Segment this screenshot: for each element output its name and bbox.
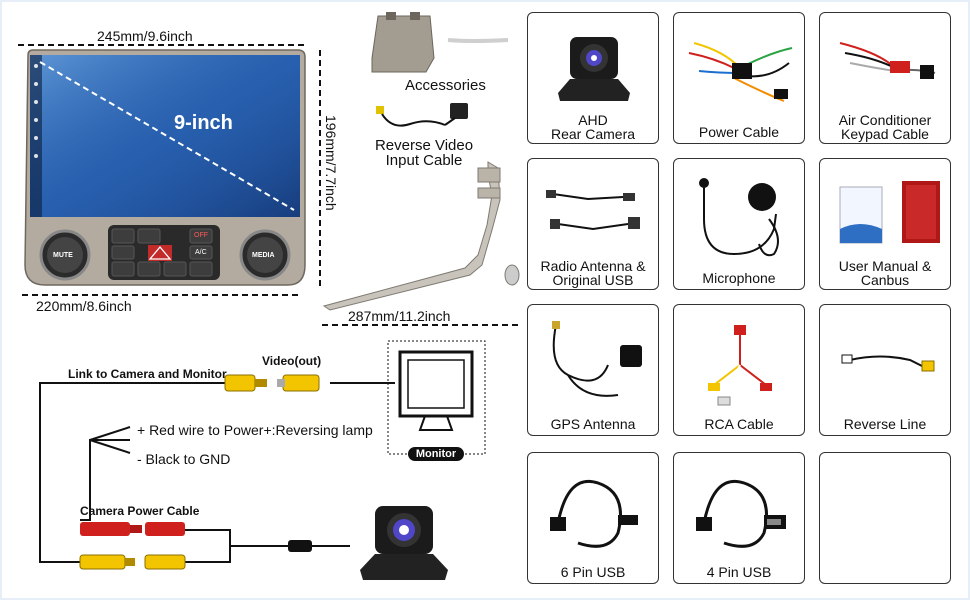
hazard-button [148, 245, 172, 261]
usb-6pin-icon [550, 480, 638, 548]
gps-antenna-icon [552, 321, 642, 397]
keypad-cable-icon [839, 42, 936, 79]
accessory-card: RCA Cable [673, 304, 805, 436]
accessory-card: Reverse Line [819, 304, 951, 436]
mounting-frame [322, 161, 520, 311]
accessory-label: User Manual & Canbus [838, 258, 932, 288]
frame-width-label: 287mm/11.2inch [348, 308, 451, 324]
bottom-width-label: 220mm/8.6inch [36, 298, 132, 314]
accessory-card: Power Cable [673, 12, 805, 144]
head-unit-drawing [18, 12, 520, 326]
manual-canbus-icon [839, 181, 940, 244]
accessory-label: Reverse Line [843, 416, 927, 432]
height-label: 196mm/7.7inch [323, 115, 339, 211]
accessory-label: 4 Pin USB [706, 564, 772, 580]
rear-camera-diagram-icon [360, 506, 448, 580]
rear-camera-icon [558, 37, 630, 101]
microphone-icon [699, 178, 779, 257]
cable-tie-icon [447, 38, 509, 43]
accessory-label: AHD Rear Camera [550, 112, 636, 142]
red-wire-label: + Red wire to Power+:Reversing lamp [137, 422, 373, 438]
ac-label: A/C [195, 249, 207, 256]
usb-4pin-icon [696, 480, 786, 548]
accessory-label: Power Cable [698, 124, 780, 140]
radio-antenna-icon [546, 190, 640, 231]
accessory-card: User Manual & Canbus [819, 158, 951, 290]
power-cable-icon [688, 42, 793, 102]
power-connector-right [145, 522, 185, 536]
inline-fuse [288, 540, 312, 552]
black-wire-label: - Black to GND [137, 451, 231, 467]
accessory-label: RCA Cable [704, 416, 774, 432]
monitor-icon [398, 350, 474, 418]
accessory-card: Radio Antenna & Original USB [527, 158, 659, 290]
reverse-line-icon [841, 354, 935, 372]
blank-card [820, 453, 952, 585]
accessory-label: Radio Antenna & Original USB [540, 258, 646, 288]
monitor-label: Monitor [408, 447, 464, 461]
camera-power-label: Camera Power Cable [80, 504, 200, 518]
head-unit-section: 245mm/9.6inch 220mm/8.6inch 196mm/7.7inc… [0, 0, 520, 330]
off-label: OFF [194, 232, 208, 239]
trim-panel-icon [371, 12, 435, 73]
rca-video-connector-left [224, 374, 267, 392]
accessory-card: AHD Rear Camera [527, 12, 659, 144]
screen-size-label: 9-inch [174, 112, 233, 134]
rca-bottom-left [79, 554, 135, 570]
media-label: MEDIA [252, 252, 275, 259]
top-width-label: 245mm/9.6inch [97, 28, 193, 44]
accessory-card: Microphone [673, 158, 805, 290]
accessory-card: GPS Antenna [527, 304, 659, 436]
link-label: Link to Camera and Monitor [68, 367, 227, 381]
reverse-input-label: Reverse Video Input Cable [374, 137, 474, 169]
accessory-card [819, 452, 951, 584]
accessory-card: Air Conditioner Keypad Cable [819, 12, 951, 144]
power-connector-left [80, 522, 142, 536]
rca-cable-icon [708, 325, 772, 406]
diagonal-line [39, 61, 295, 211]
accessory-card: 6 Pin USB [527, 452, 659, 584]
accessory-label: 6 Pin USB [560, 564, 626, 580]
video-out-label: Video(out) [262, 354, 322, 368]
monitor-box [387, 340, 486, 455]
accessory-label: Air Conditioner Keypad Cable [838, 112, 932, 142]
rca-bottom-right [144, 554, 186, 570]
reverse-video-cable-icon [376, 103, 468, 127]
rca-video-connector-right [277, 374, 320, 392]
accessories-label: Accessories [405, 77, 486, 94]
accessory-label: Microphone [702, 270, 776, 286]
mute-label: MUTE [53, 252, 73, 259]
accessory-label: GPS Antenna [550, 416, 636, 432]
accessory-card: 4 Pin USB [673, 452, 805, 584]
wiring-diagram: Link to Camera and Monitor Video(out) + … [0, 330, 520, 600]
